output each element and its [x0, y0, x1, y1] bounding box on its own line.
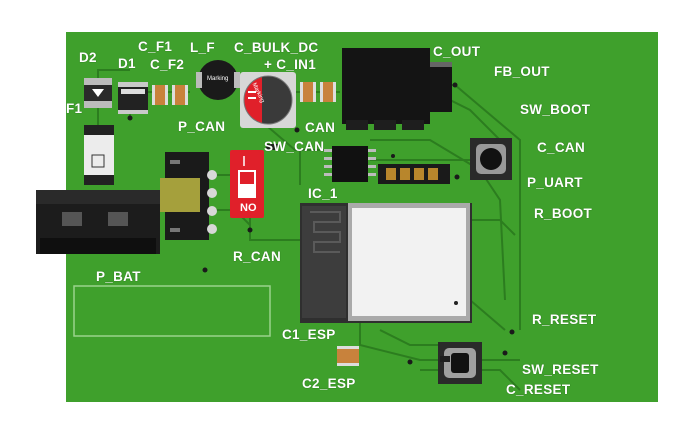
label-fb-out: FB_OUT [494, 64, 550, 79]
inductor-marking: Marking [207, 76, 229, 82]
label-p-uart: P_UART [527, 175, 583, 190]
dip-switch-sw-can [230, 150, 264, 218]
label-can: CAN [305, 120, 336, 135]
label-p-can: P_CAN [178, 119, 226, 134]
label-sw-can: SW_CAN [264, 139, 325, 154]
label-ic-1: IC_1 [308, 186, 338, 201]
label-r-boot: R_BOOT [534, 206, 593, 221]
diode-d2 [84, 78, 112, 108]
label-r-reset: R_RESET [532, 312, 597, 327]
resistors [266, 144, 450, 362]
label-c2-esp: C2_ESP [302, 376, 356, 391]
esp-module-ic-1 [300, 203, 472, 323]
connector-p-bat [36, 190, 160, 254]
label-c-can: C_CAN [537, 140, 586, 155]
label-sw-boot: SW_BOOT [520, 102, 591, 117]
capacitor-c-out [430, 62, 452, 112]
capacitors-c-f [152, 85, 188, 105]
capacitors-c-in1 [300, 82, 336, 102]
label-d1: D1 [118, 56, 136, 71]
label-f1: F1 [66, 101, 83, 116]
regulator-block [342, 48, 430, 130]
label-c-in1: + C_IN1 [264, 57, 316, 72]
label-sw-reset: SW_RESET [522, 362, 599, 377]
button-sw-boot [470, 138, 512, 180]
label-r-can: R_CAN [233, 249, 282, 264]
capacitor-c2-esp [337, 346, 359, 366]
label-c-f2: C_F2 [150, 57, 185, 72]
label-c-reset: C_RESET [506, 382, 571, 397]
fuse-f1 [84, 125, 114, 185]
connector-p-uart [378, 164, 450, 184]
inductor-l-f [196, 60, 240, 100]
label-l-f: L_F [190, 40, 215, 55]
label-c-out: C_OUT [433, 44, 481, 59]
ic-can-transceiver [324, 146, 376, 182]
capacitor-c-bulk-dc [240, 72, 296, 128]
label-p-bat: P_BAT [96, 269, 141, 284]
connector-p-can [160, 152, 217, 240]
button-sw-reset [438, 342, 482, 384]
label-c-bulk-dc: C_BULK_DC [234, 40, 319, 55]
label-d2: D2 [79, 50, 97, 65]
label-c-f1: C_F1 [138, 39, 173, 54]
dip-switch-label: NO [240, 202, 257, 214]
silkscreen-outline [73, 285, 271, 337]
label-c1-esp: C1_ESP [282, 327, 336, 342]
diode-d1 [118, 82, 148, 114]
